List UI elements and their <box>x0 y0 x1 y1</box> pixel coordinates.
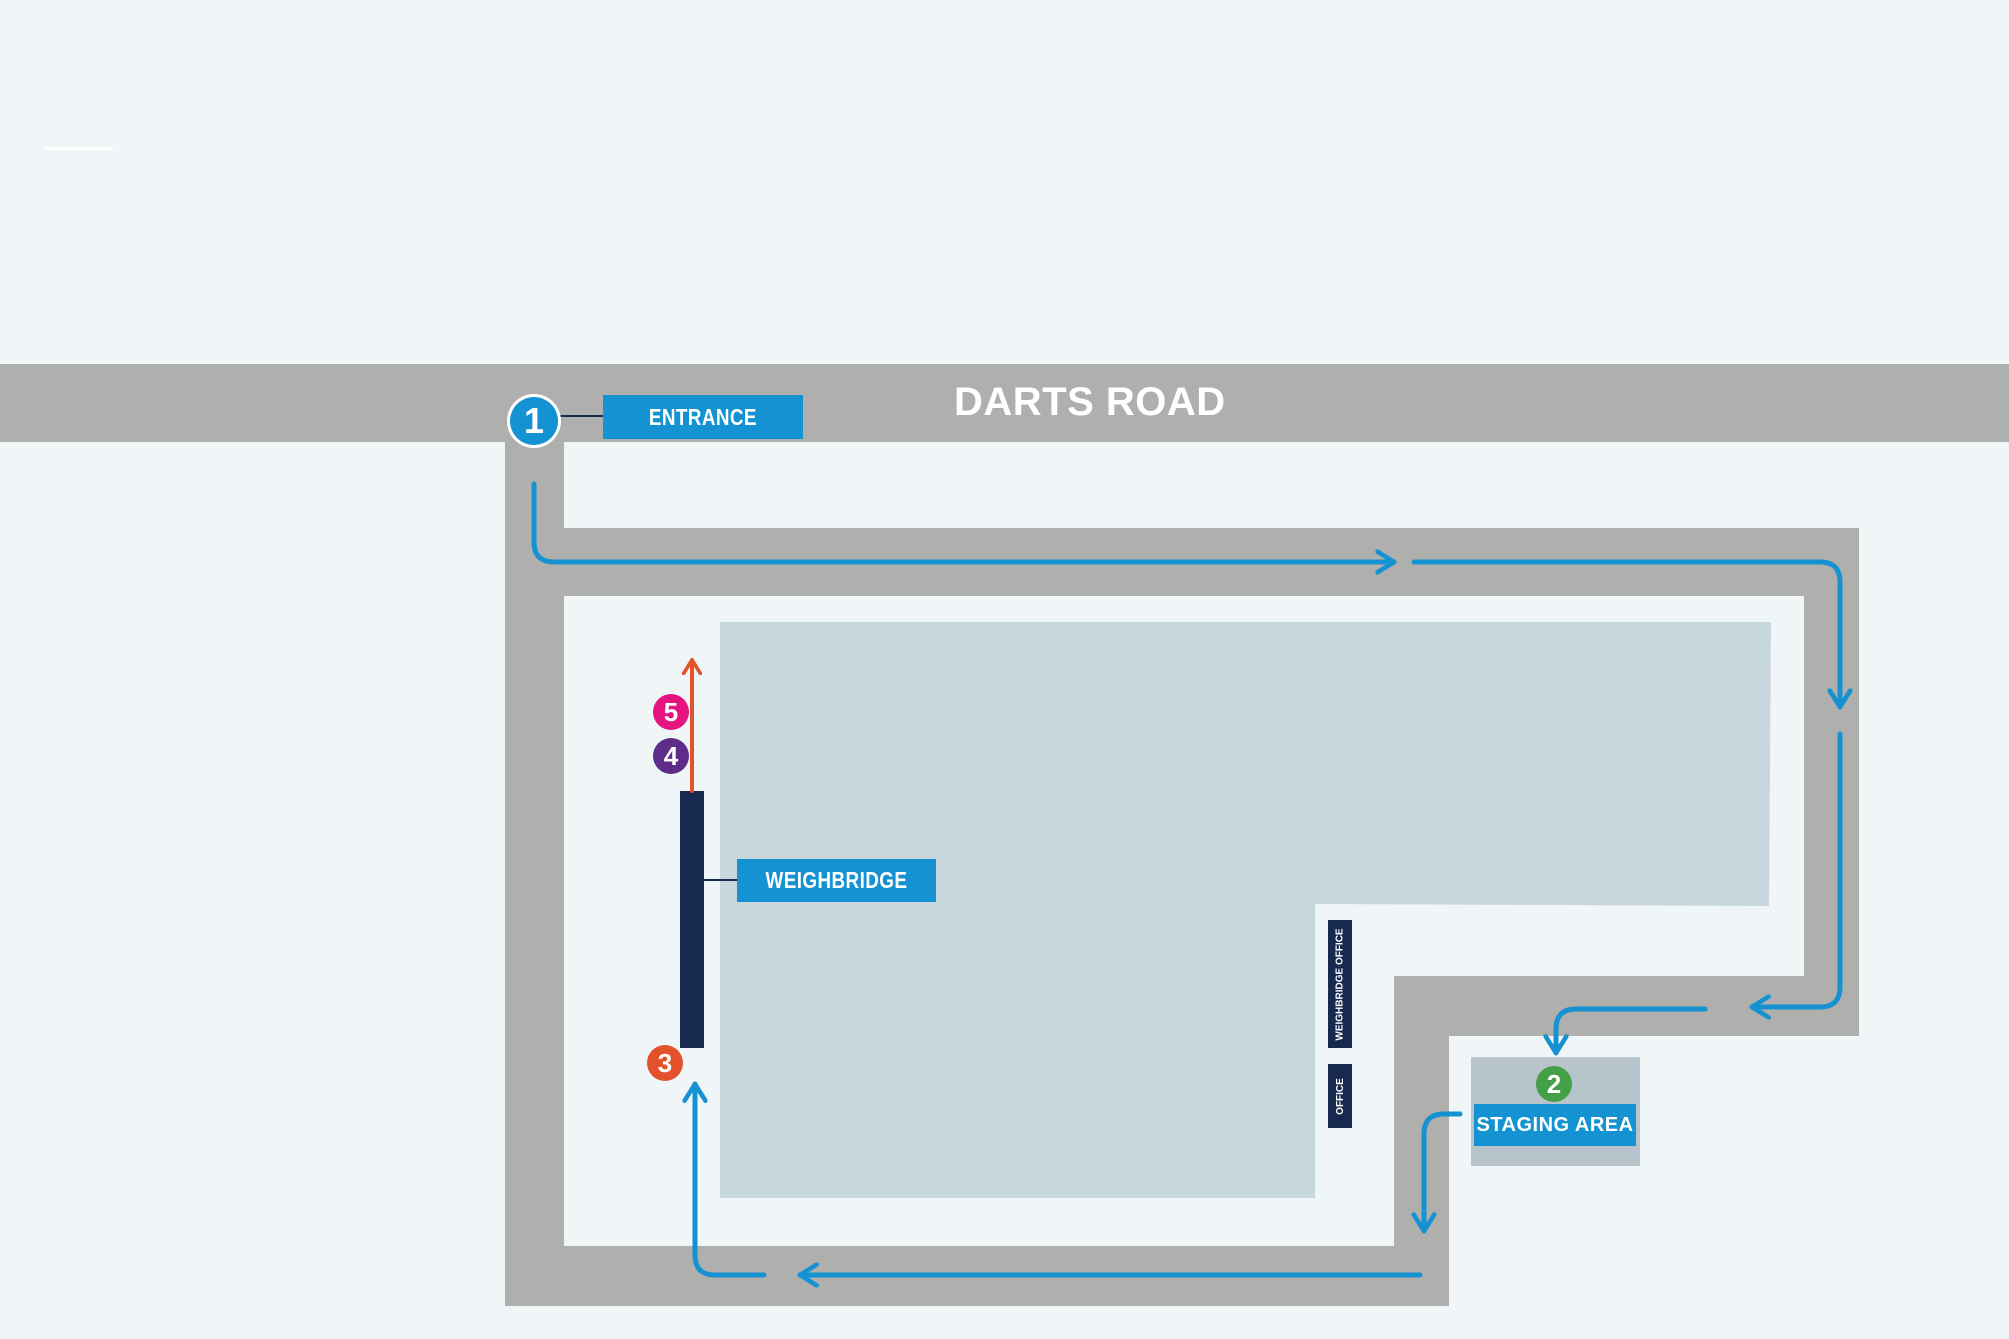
marker-1: 1 <box>510 397 558 445</box>
weighbridge <box>680 791 704 1048</box>
route-arrow-east-side <box>1749 731 1843 1007</box>
weighbridge-label: WEIGHBRIDGE <box>737 859 936 902</box>
marker-4: 4 <box>653 738 689 774</box>
route-arrow-from-staging <box>1424 1111 1463 1234</box>
weighbridge-label-text: WEIGHBRIDGE <box>765 867 908 893</box>
marker-2: 2 <box>1536 1066 1572 1102</box>
route-arrows <box>531 481 1843 1278</box>
building-footprint <box>720 622 1771 1198</box>
road-name: DARTS ROAD <box>954 380 1226 424</box>
route-arrow-to-staging <box>1556 1006 1708 1056</box>
office-label-text: OFFICE <box>1334 1077 1346 1115</box>
entrance-label-text: ENTRANCE <box>648 403 758 430</box>
darts-road <box>0 364 2009 442</box>
decorative-dash <box>45 147 113 150</box>
marker-5: 5 <box>653 694 689 730</box>
staging-area-label: STAGING AREA <box>1474 1104 1636 1146</box>
staging-area-label-text: STAGING AREA <box>1476 1113 1634 1136</box>
entrance-label: ENTRANCE <box>603 395 803 439</box>
marker-3: 3 <box>647 1045 683 1081</box>
weighbridge-office-label-text: WEIGHBRIDGE OFFICE <box>1334 927 1346 1041</box>
route-arrow-entrance <box>531 481 1397 562</box>
office-label: OFFICE <box>1328 1064 1352 1128</box>
route-arrow-north-side <box>1411 559 1840 710</box>
route-arrow-to-weighbridge <box>695 1081 767 1278</box>
weighbridge-office-label: WEIGHBRIDGE OFFICE <box>1328 920 1352 1048</box>
